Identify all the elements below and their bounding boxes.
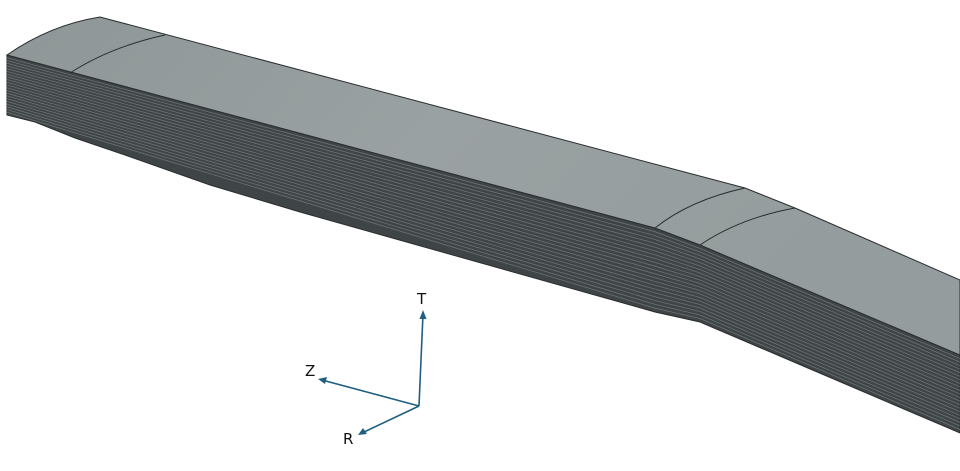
seam-line xyxy=(69,34,166,74)
axis-triad xyxy=(318,310,427,435)
ply-line xyxy=(6,87,960,398)
ply-line xyxy=(6,81,960,391)
ply-line xyxy=(6,109,960,427)
seam-line xyxy=(654,187,746,229)
ply-line xyxy=(6,57,960,359)
ply-line xyxy=(6,73,960,381)
ply-line xyxy=(6,90,960,402)
ply-line xyxy=(6,92,960,406)
r-arrowhead xyxy=(358,428,367,435)
t-axis-arrow xyxy=(418,313,424,407)
ply-line xyxy=(6,103,960,420)
z-axis-label: Z xyxy=(305,362,315,380)
ply-line xyxy=(6,62,960,367)
ply-lines xyxy=(6,57,960,430)
ply-line xyxy=(6,111,960,430)
ply-line xyxy=(6,65,960,370)
t-arrowhead xyxy=(419,310,427,319)
ply-line xyxy=(6,98,960,413)
ply-line xyxy=(6,79,960,388)
ply-line xyxy=(6,76,960,384)
ply-line xyxy=(6,60,960,363)
ply-line xyxy=(6,100,960,416)
t-axis-label: T xyxy=(416,290,427,308)
z-axis-arrow xyxy=(321,379,420,407)
ply-line xyxy=(6,70,960,377)
r-axis-arrow xyxy=(361,405,420,434)
ply-line xyxy=(6,68,960,374)
top-face xyxy=(5,16,960,356)
seam-line xyxy=(699,207,796,246)
ply-line xyxy=(6,84,960,395)
ply-line xyxy=(6,106,960,423)
r-axis-label: R xyxy=(343,430,353,448)
z-arrowhead xyxy=(318,377,327,384)
ply-line xyxy=(6,95,960,409)
